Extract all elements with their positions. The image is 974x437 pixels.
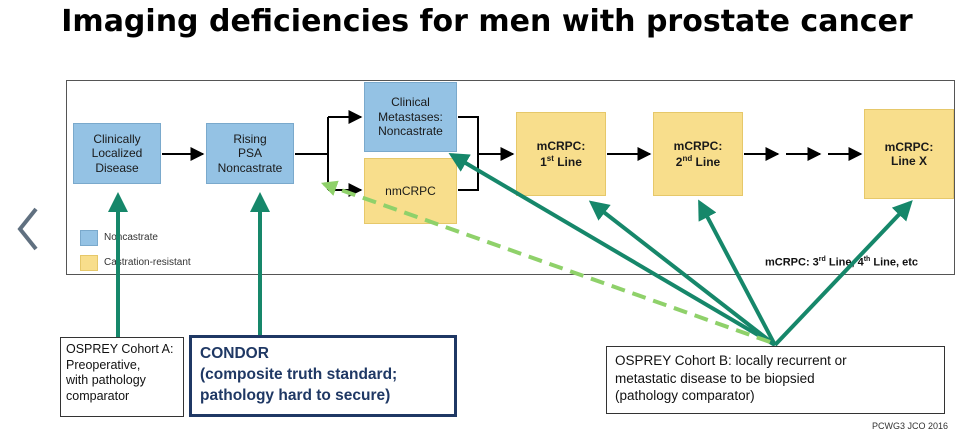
- osprey-cohort-b-box: OSPREY Cohort B: locally recurrent or me…: [606, 346, 945, 414]
- legend-label-castration-resistant: Castration-resistant: [104, 257, 191, 268]
- stage-mcrpc-line-x: mCRPC: Line X: [864, 109, 954, 199]
- stage-mcrpc-2nd-line-label: 2nd Line: [675, 153, 721, 169]
- legend-swatch-castration-resistant: [80, 255, 98, 271]
- stage-mcrpc-2nd-line: mCRPC: 2nd Line: [653, 112, 743, 196]
- stage-nmcrpc: nmCRPC: [364, 158, 457, 224]
- slide-title: Imaging deficiencies for men with prosta…: [61, 4, 913, 39]
- chevron-left-icon[interactable]: [14, 205, 44, 253]
- stage-mcrpc-1st-line: mCRPC: 1st Line: [516, 112, 606, 196]
- stage-clinically-localized: Clinically Localized Disease: [73, 123, 161, 184]
- osprey-cohort-a-box: OSPREY Cohort A: Preoperative, with path…: [60, 337, 184, 417]
- stage-clinical-metastases: Clinical Metastases: Noncastrate: [364, 82, 457, 152]
- source-citation: PCWG3 JCO 2016: [871, 421, 948, 431]
- mcrpc-later-lines-note: mCRPC: 3rd Line, 4th Line, etc: [765, 256, 918, 269]
- disease-states-panel: [66, 80, 955, 275]
- legend-swatch-noncastrate: [80, 230, 98, 246]
- condor-box: CONDOR (composite truth standard; pathol…: [189, 335, 457, 417]
- stage-mcrpc-2nd-prefix: mCRPC:: [673, 139, 723, 154]
- stage-mcrpc-1st-prefix: mCRPC:: [536, 139, 586, 154]
- stage-mcrpc-1st-line-label: 1st Line: [540, 153, 582, 169]
- stage-rising-psa: Rising PSA Noncastrate: [206, 123, 294, 184]
- legend-label-noncastrate: Noncastrate: [104, 232, 158, 243]
